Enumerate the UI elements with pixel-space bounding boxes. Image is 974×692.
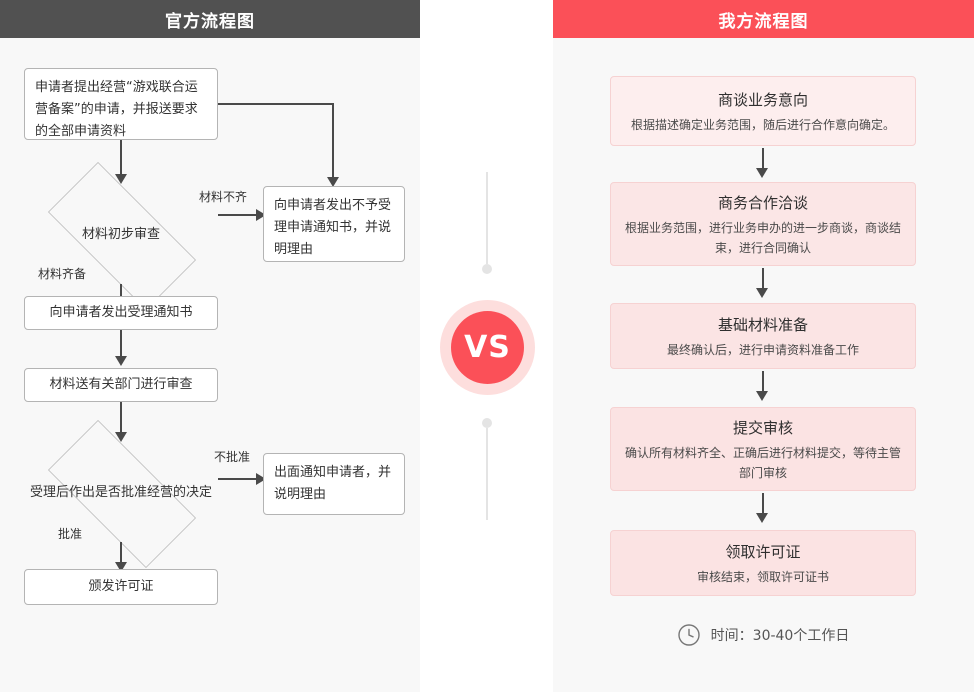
- process-step-2-desc: 根据业务范围，进行业务申办的进一步商谈，商谈结束，进行合同确认: [625, 220, 902, 255]
- arrowhead-decision-to-decline: [256, 473, 266, 485]
- center-divider-top: [486, 172, 488, 264]
- flow-box-reject-notice-label: 向申请者发出不予受理申请通知书，并说明理由: [274, 198, 392, 257]
- vs-badge: VS: [440, 300, 535, 395]
- flow-box-reject-notice: 向申请者发出不予受理申请通知书，并说明理由: [263, 186, 405, 262]
- process-step-4-title: 提交审核: [732, 418, 793, 437]
- connector-decision-to-license: [120, 542, 122, 568]
- process-step-2-title: 商务合作洽谈: [717, 193, 808, 212]
- arrowhead-step4-step5: [756, 513, 768, 523]
- arrowhead-apply-to-review: [115, 174, 127, 184]
- official-panel-body: 申请者提出经营“游戏联合运营备案”的申请，并报送要求的全部申请资料 材料初步审查…: [0, 38, 420, 692]
- connector-step4-step5: [762, 493, 764, 517]
- clock-icon: [677, 623, 701, 647]
- flow-box-decline-notice: 出面通知申请者，并说明理由: [263, 453, 405, 515]
- arrowhead-step1-step2: [756, 168, 768, 178]
- connector-apply-to-review: [120, 140, 122, 178]
- arrowhead-step3-step4: [756, 391, 768, 401]
- official-process-panel: 官方流程图 申请者提出经营“游戏联合运营备案”的申请，并报送要求的全部申请资料 …: [0, 0, 420, 692]
- process-step-1: 商谈业务意向 根据描述确定业务范围，随后进行合作意向确定。: [610, 76, 916, 146]
- connector-decision-to-decline: [218, 478, 260, 480]
- duration-footer: 时间：30-40个工作日: [610, 619, 916, 651]
- center-divider-bottom: [486, 428, 488, 520]
- arrowhead-review-to-reject: [256, 209, 266, 221]
- connector-review-to-reject: [218, 214, 260, 216]
- center-divider-dot-bottom: [482, 418, 492, 428]
- connector-step3-step4: [762, 371, 764, 395]
- process-step-1-title: 商谈业务意向: [717, 90, 808, 109]
- connector-accept-to-dept: [120, 330, 122, 360]
- vs-label: VS: [464, 330, 511, 365]
- flow-box-send-department-label: 材料送有关部门进行审查: [49, 377, 193, 392]
- flow-box-send-department: 材料送有关部门进行审查: [24, 368, 218, 402]
- process-step-3: 基础材料准备 最终确认后，进行申请资料准备工作: [610, 303, 916, 369]
- flow-diamond-initial-review: 材料初步审查: [24, 162, 218, 310]
- process-step-3-title: 基础材料准备: [717, 315, 808, 334]
- vs-circle: VS: [451, 311, 524, 384]
- official-panel-header: 官方流程图: [0, 0, 420, 38]
- process-step-4-desc: 确认所有材料齐全、正确后进行材料提交，等待主管部门审核: [625, 445, 902, 480]
- center-divider-dot-top: [482, 264, 492, 274]
- process-step-5-title: 领取许可证: [725, 542, 801, 561]
- arrowhead-step2-step3: [756, 288, 768, 298]
- flow-box-apply: 申请者提出经营“游戏联合运营备案”的申请，并报送要求的全部申请资料: [24, 68, 218, 140]
- flow-box-issue-license: 颁发许可证: [24, 569, 218, 605]
- connector-apply-to-reject-horizontal: [218, 103, 334, 105]
- flow-box-decline-notice-label: 出面通知申请者，并说明理由: [274, 465, 392, 502]
- process-step-5: 领取许可证 审核结束，领取许可证书: [610, 530, 916, 596]
- process-step-1-desc: 根据描述确定业务范围，随后进行合作意向确定。: [630, 117, 895, 132]
- arrowhead-accept-to-dept: [115, 356, 127, 366]
- connector-dept-to-decision: [120, 402, 122, 436]
- edge-label-approved: 批准: [58, 527, 83, 541]
- process-step-5-desc: 审核结束，领取许可证书: [696, 569, 829, 584]
- official-panel-title: 官方流程图: [165, 11, 255, 32]
- edge-label-materials-incomplete: 材料不齐: [199, 190, 248, 204]
- our-panel-header: 我方流程图: [553, 0, 974, 38]
- flow-diamond-initial-review-label: 材料初步审查: [81, 227, 160, 242]
- process-step-4: 提交审核 确认所有材料齐全、正确后进行材料提交，等待主管部门审核: [610, 407, 916, 491]
- edge-label-materials-complete: 材料齐备: [38, 267, 87, 281]
- arrowhead-decision-to-license: [115, 562, 127, 572]
- flow-box-accept-notice-label: 向申请者发出受理通知书: [49, 305, 193, 320]
- duration-text: 时间：30-40个工作日: [710, 628, 850, 644]
- flow-diamond-decision: 受理后作出是否批准经营的决定: [24, 420, 218, 568]
- connector-step1-step2: [762, 148, 764, 172]
- flow-box-issue-license-label: 颁发许可证: [88, 579, 154, 594]
- edge-label-not-approved: 不批准: [214, 450, 251, 464]
- arrowhead-apply-to-reject: [327, 177, 339, 187]
- connector-apply-to-reject-vertical: [332, 103, 334, 181]
- flow-box-accept-notice: 向申请者发出受理通知书: [24, 296, 218, 330]
- arrowhead-dept-to-decision: [115, 432, 127, 442]
- process-step-3-desc: 最终确认后，进行申请资料准备工作: [666, 342, 859, 357]
- flow-diamond-decision-label: 受理后作出是否批准经营的决定: [29, 485, 212, 500]
- flow-box-apply-label: 申请者提出经营“游戏联合运营备案”的申请，并报送要求的全部申请资料: [35, 80, 198, 139]
- process-step-2: 商务合作洽谈 根据业务范围，进行业务申办的进一步商谈，商谈结束，进行合同确认: [610, 182, 916, 266]
- connector-step2-step3: [762, 268, 764, 292]
- our-panel-title: 我方流程图: [718, 11, 809, 32]
